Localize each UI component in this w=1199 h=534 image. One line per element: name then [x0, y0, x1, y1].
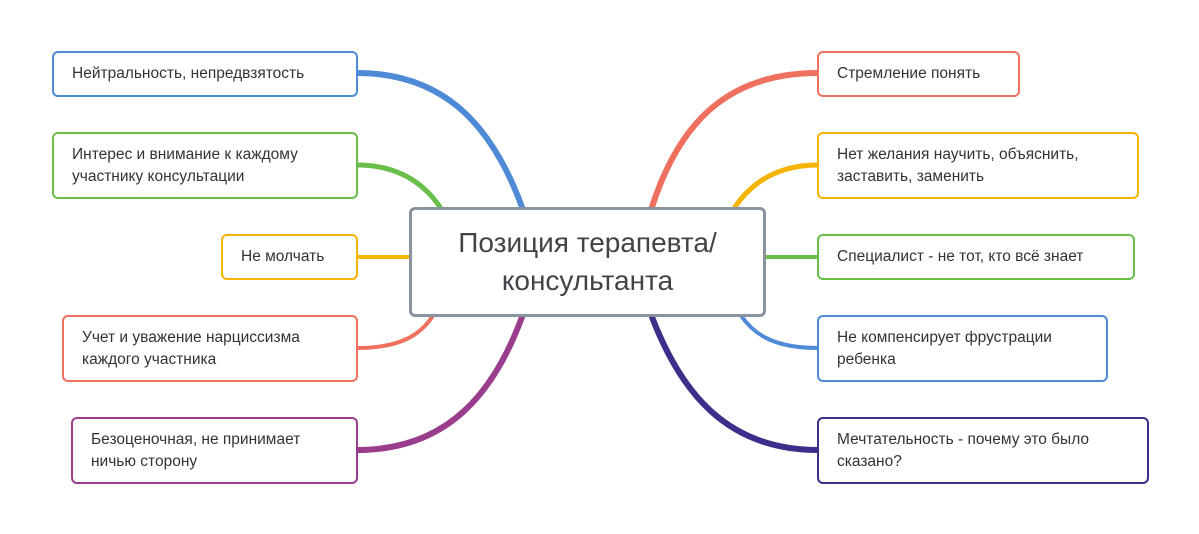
topic-right-3[interactable]: Специалист - не тот, кто всё знает — [817, 234, 1135, 280]
connector-right-2 — [732, 162, 821, 210]
topic-right-5-label: Мечтательность - почему это было сказано… — [837, 430, 1090, 470]
topic-left-1-label: Нейтральность, непредвзятость — [72, 65, 305, 82]
topic-right-1[interactable]: Стремление понять — [817, 51, 1020, 97]
central-topic[interactable]: Позиция терапевта/ консультанта — [409, 207, 766, 317]
topic-left-2-label: Интерес и внимание к каждому участнику к… — [72, 145, 298, 185]
topic-right-3-label: Специалист - не тот, кто всё знает — [837, 248, 1084, 265]
topic-left-3[interactable]: Не молчать — [221, 234, 358, 280]
topic-left-4[interactable]: Учет и уважение нарциссизма каждого учас… — [62, 315, 358, 382]
connector-left-5 — [354, 314, 525, 453]
topic-left-1[interactable]: Нейтральность, непредвзятость — [52, 51, 358, 97]
topic-right-2[interactable]: Нет желания научить, объяснить, заставит… — [817, 132, 1139, 199]
connector-left-4 — [355, 315, 434, 350]
connector-right-1 — [649, 70, 821, 210]
topic-left-3-label: Не молчать — [241, 248, 325, 265]
connector-left-1 — [354, 70, 525, 210]
topic-right-1-label: Стремление понять — [837, 65, 981, 82]
topic-left-2[interactable]: Интерес и внимание к каждому участнику к… — [52, 132, 358, 199]
topic-left-4-label: Учет и уважение нарциссизма каждого учас… — [82, 328, 300, 368]
topic-left-5[interactable]: Безоценочная, не принимает ничью сторону — [71, 417, 358, 484]
topic-right-5[interactable]: Мечтательность - почему это было сказано… — [817, 417, 1149, 484]
topic-left-5-label: Безоценочная, не принимает ничью сторону — [91, 430, 301, 470]
connector-left-2 — [354, 162, 443, 210]
connector-right-4 — [740, 315, 820, 350]
topic-right-4-label: Не компенсирует фрустрации ребенка — [837, 328, 1052, 368]
topic-right-4[interactable]: Не компенсирует фрустрации ребенка — [817, 315, 1108, 382]
topic-right-2-label: Нет желания научить, объяснить, заставит… — [837, 145, 1079, 185]
connector-right-5 — [649, 314, 821, 453]
central-topic-title: Позиция терапевта/ консультанта — [458, 227, 717, 296]
